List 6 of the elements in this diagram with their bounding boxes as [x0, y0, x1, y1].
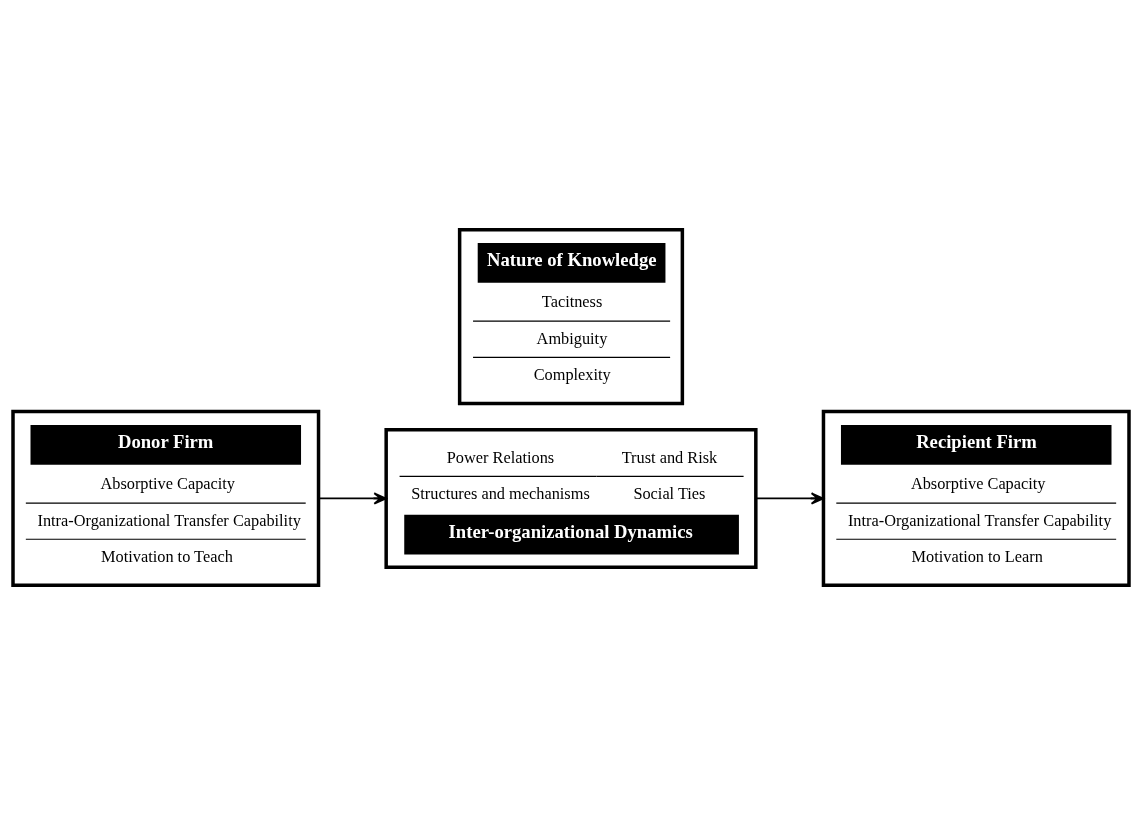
node-box: Recipient Firm Absorptive Capacity Intra-Organizational Transfer Capability Motivation to Learn [821, 409, 1131, 587]
node-box: Donor Firm Absorptive Capacity Intra-Organizational Transfer Capability Motivation to Teach [11, 409, 321, 587]
arrow [317, 491, 387, 505]
arrow [755, 491, 825, 505]
node-box: Nature of Knowledge Tacitness Ambiguity Complexity [457, 227, 685, 405]
node-box: Power Relations Trust and Risk Structures and mechanisms Social Ties Inter-organizational Dynamics [384, 427, 758, 569]
